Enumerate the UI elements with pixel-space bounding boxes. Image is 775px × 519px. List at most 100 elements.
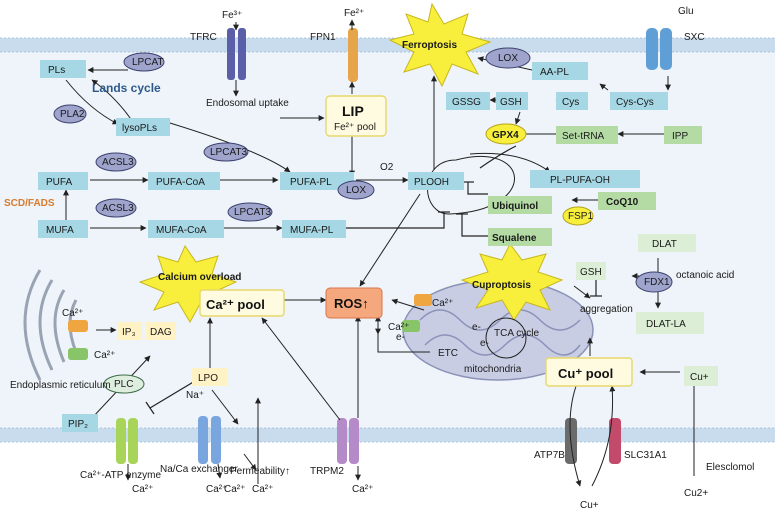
- label-lip: LIP: [342, 103, 364, 119]
- box-lip: [325, 95, 387, 137]
- label-cu2: Cu2+: [684, 488, 708, 499]
- label-ferroptosis: Ferroptosis: [402, 40, 457, 51]
- box-plooh: [408, 172, 464, 190]
- box-pufa: [38, 172, 88, 190]
- ferroptosis-burst: [388, 2, 492, 88]
- label-dlat-la: DLAT-LA: [646, 319, 686, 330]
- box-ubiquinol: [488, 196, 552, 214]
- label-mitochondria: mitochondria: [464, 364, 522, 375]
- box-dag: [146, 322, 176, 340]
- slc31a1-channel: [609, 418, 621, 464]
- label-permeability: Permeability↑: [230, 466, 290, 477]
- box-cu-pool: [545, 357, 633, 387]
- label-glu: Glu: [678, 6, 694, 17]
- box-pufa-pl: [280, 172, 354, 190]
- box-pl-pufa-oh: [530, 170, 640, 188]
- box-aa-pl: [532, 62, 588, 80]
- label-dag: DAG: [150, 327, 172, 338]
- label-e-minus-2: e-: [396, 332, 405, 343]
- label-tfrc: TFRC: [190, 32, 217, 43]
- ellipse-lox-mid: [337, 180, 375, 200]
- label-ca-nca-1: Ca²⁺: [206, 484, 227, 495]
- box-lysopls: [116, 118, 170, 136]
- label-ip3: IP₃: [122, 327, 136, 338]
- label-tca-cycle: TCA cycle: [494, 328, 539, 339]
- label-plc: PLC: [114, 379, 133, 390]
- label-ca-perm: Ca²⁺: [252, 484, 273, 495]
- box-dlat-la: [636, 312, 704, 334]
- top-membrane: [0, 37, 775, 53]
- tca-circle: [485, 317, 527, 359]
- label-ros: ROS↑: [334, 296, 369, 311]
- box-ip3: [118, 322, 142, 340]
- label-octanoic-acid: octanoic acid: [676, 270, 734, 281]
- label-acsl3-bot: ACSL3: [102, 203, 134, 214]
- label-cys: Cys: [562, 97, 579, 108]
- box-cys-cys: [610, 92, 668, 110]
- label-ca-nca-2: Ca²⁺: [224, 484, 245, 495]
- er-channel-1: [68, 320, 88, 332]
- label-er: Endoplasmic reticulum: [10, 380, 111, 391]
- ellipse-lox-top: [485, 47, 531, 69]
- box-mufa-pl: [282, 220, 346, 238]
- box-squalene: [488, 228, 552, 246]
- label-gpx4: GPX4: [492, 130, 519, 141]
- label-ca-atp: Ca²⁺-ATP enzyme: [80, 470, 161, 481]
- label-pufa-coa: PUFA-CoA: [156, 177, 205, 188]
- sxc-transporter: [646, 28, 672, 70]
- box-cu-plus-right: [684, 366, 718, 386]
- box-mufa: [38, 220, 88, 238]
- label-lpcat3-top: LPCAT3: [210, 147, 247, 158]
- label-na-ca: Na/Ca exchanger: [160, 464, 238, 475]
- label-lpo: LPO: [198, 373, 218, 384]
- label-lpcat: LPCAT: [132, 57, 164, 68]
- label-ca-mito-2: Ca²⁺: [388, 322, 409, 333]
- ellipse-acsl3-bot: [95, 198, 137, 218]
- label-elesclomol: Elesclomol: [706, 462, 754, 473]
- label-scd-fads: SCD/FADS: [4, 198, 55, 209]
- label-dlat: DLAT: [652, 239, 677, 250]
- label-mufa-coa: MUFA-CoA: [156, 225, 207, 236]
- box-coq10: [598, 192, 656, 210]
- label-atp7b: ATP7B: [534, 450, 565, 461]
- label-aa-pl: AA-PL: [540, 67, 569, 78]
- label-endosomal-uptake: Endosomal uptake: [206, 98, 289, 109]
- label-fsp1: FSP1: [568, 211, 593, 222]
- label-e-minus-3: e-: [480, 338, 489, 349]
- label-cu-plus-right: Cu+: [690, 372, 709, 383]
- label-ca-er-2: Ca²⁺: [94, 350, 115, 361]
- label-mufa-pl: MUFA-PL: [290, 225, 334, 236]
- label-pufa: PUFA: [46, 177, 72, 188]
- label-lysopls: lysoPLs: [122, 123, 157, 134]
- label-pip2: PIP₂: [68, 419, 88, 430]
- label-set-trna: Set-tRNA: [562, 131, 605, 142]
- ellipse-lpcat3-top: [203, 142, 249, 162]
- label-pl-pufa-oh: PL-PUFA-OH: [550, 175, 610, 186]
- box-gsh-mid: [576, 262, 606, 280]
- label-squalene: Squalene: [492, 233, 537, 244]
- label-pufa-pl: PUFA-PL: [290, 177, 332, 188]
- label-na: Na⁺: [186, 390, 204, 401]
- label-coq10: CoQ10: [606, 197, 639, 208]
- ellipse-fdx1: [635, 271, 673, 293]
- box-dlat: [638, 234, 696, 252]
- label-lox-top: LOX: [498, 53, 518, 64]
- box-pip2: [62, 414, 98, 432]
- label-fe2-top: Fe²⁺: [344, 8, 364, 19]
- box-ipp: [664, 126, 702, 144]
- ca-atp-enzyme-shape: [116, 418, 138, 464]
- label-cys-cys: Cys-Cys: [616, 97, 654, 108]
- label-fe2-pool: Fe²⁺ pool: [334, 122, 376, 133]
- label-cu-plus-bottom: Cu+: [580, 500, 599, 511]
- label-ca-atp-out: Ca²⁺: [132, 484, 153, 495]
- ellipse-lpcat: [123, 52, 165, 72]
- tfrc-receptor: [227, 28, 246, 80]
- label-lox-mid: LOX: [346, 185, 366, 196]
- label-ca-trpm2: Ca²⁺: [352, 484, 373, 495]
- trpm2-channel: [337, 418, 359, 464]
- endoplasmic-reticulum-shape: [23, 269, 78, 381]
- label-acsl3-top: ACSL3: [102, 157, 134, 168]
- label-mufa: MUFA: [46, 225, 74, 236]
